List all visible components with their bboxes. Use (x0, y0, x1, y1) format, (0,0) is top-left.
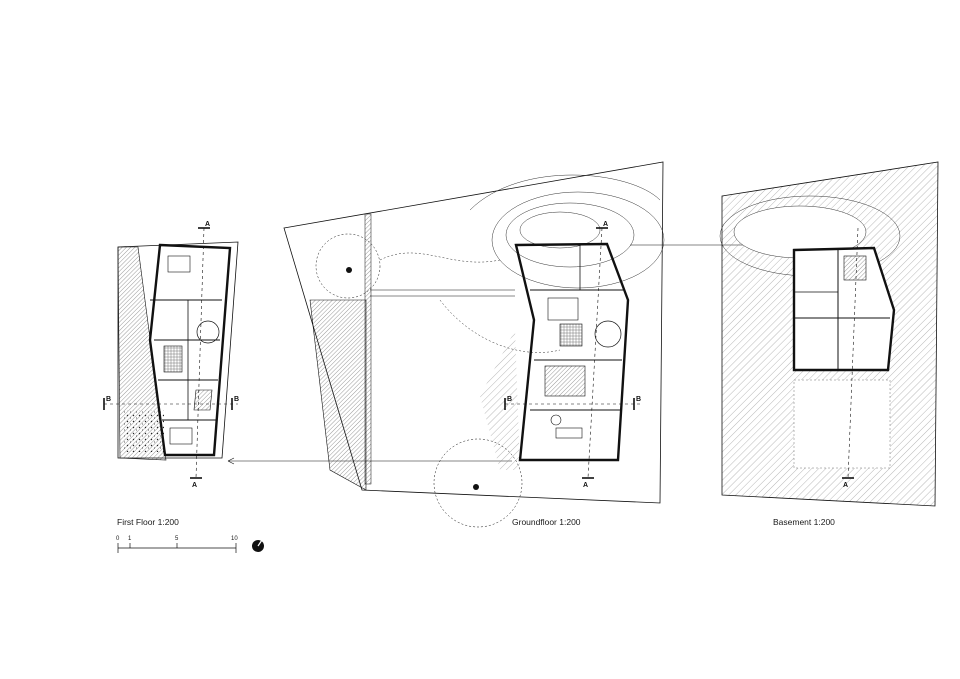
groundfloor-plan: B B A A (283, 161, 665, 528)
section-label-b-left: B (106, 396, 111, 403)
groundfloor-kitchen (547, 297, 579, 321)
scale-bar (117, 543, 237, 553)
first-floor-house-outline (148, 243, 232, 457)
scale-tick-0: 0 (116, 536, 120, 542)
groundfloor-hedge (364, 213, 372, 485)
first-floor-terrace-outline (117, 241, 239, 459)
tree-canopy (433, 438, 523, 528)
first-floor-plan: B B A A (103, 221, 239, 489)
section-label-b-right: B (234, 396, 239, 403)
groundfloor-round-table (594, 320, 622, 348)
scale-tick-5: 5 (175, 536, 179, 542)
basement-plan: A (719, 161, 939, 507)
tree-trunk (473, 484, 479, 490)
first-floor-bed (167, 255, 191, 273)
section-label-b-left: B (507, 396, 512, 403)
groundfloor-slope-hatch (480, 330, 520, 470)
arrowhead-icon (227, 457, 235, 465)
north-arrow-icon (252, 539, 264, 552)
section-label-a-bottom: A (843, 482, 848, 489)
section-label-a-bottom: A (583, 482, 588, 489)
basement-house-footprint (792, 246, 896, 372)
first-floor-left-wing-hatch (117, 246, 167, 461)
first-floor-bath (163, 345, 183, 373)
section-label-a-top: A (603, 221, 608, 228)
first-floor-bed (169, 427, 193, 445)
scale-tick-1: 1 (128, 536, 132, 542)
groundfloor-table (550, 414, 562, 426)
basement-unexcavated-area (793, 379, 891, 469)
section-label-a-top: A (205, 221, 210, 228)
groundfloor-caption: Groundfloor 1:200 (512, 517, 581, 527)
contour-lines (379, 174, 665, 353)
groundfloor-tiled-area (559, 323, 583, 347)
groundfloor-sofa (555, 427, 583, 439)
scale-tick-10: 10 (231, 536, 238, 542)
section-label-b-right: B (636, 396, 641, 403)
groundfloor-house-outline (514, 242, 630, 462)
first-floor-gravel (124, 410, 164, 452)
basement-caption: Basement 1:200 (773, 517, 835, 527)
basement-stair (843, 255, 867, 281)
tree-canopy (315, 233, 381, 299)
first-floor-round-table (196, 320, 220, 344)
first-floor-caption: First Floor 1:200 (117, 517, 179, 527)
section-label-a-bottom: A (192, 482, 197, 489)
groundfloor-terrace-hatch (309, 299, 367, 491)
tree-trunk (346, 267, 352, 273)
groundfloor-stair (544, 365, 586, 397)
first-floor-stair (193, 389, 213, 411)
section-line-a (195, 227, 205, 479)
